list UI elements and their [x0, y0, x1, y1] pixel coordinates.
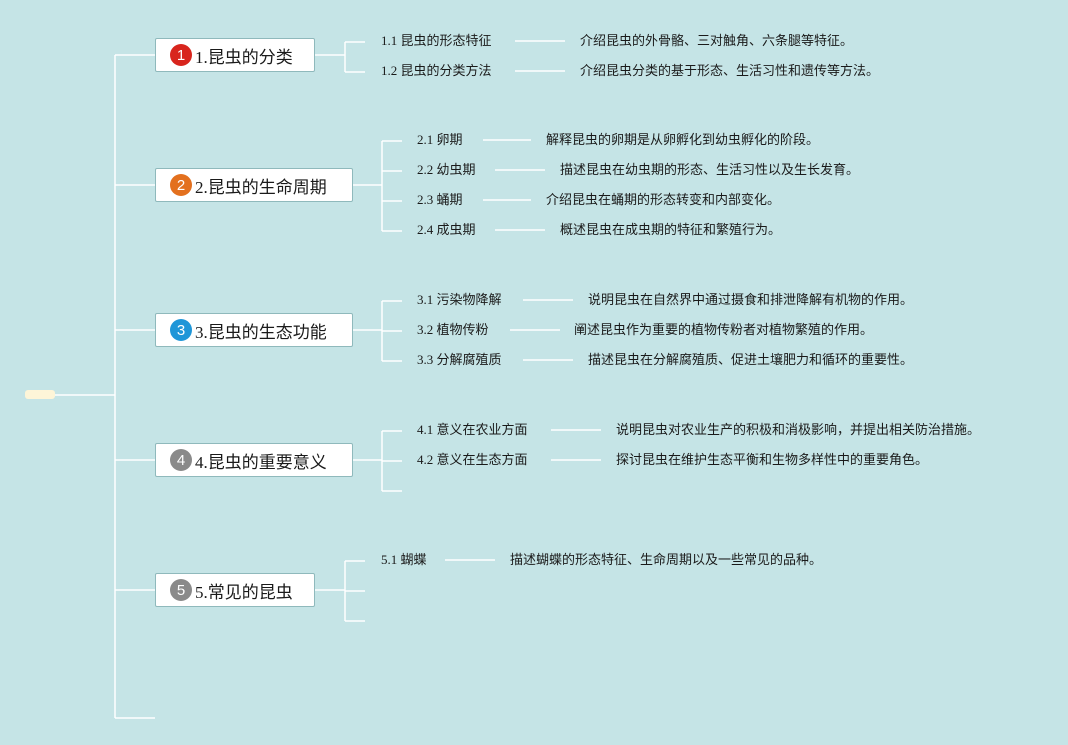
subtopic-description: 阐述昆虫作为重要的植物传粉者对植物繁殖的作用。 [574, 322, 874, 337]
subtopic-description: 探讨昆虫在维护生态平衡和生物多样性中的重要角色。 [616, 452, 929, 467]
subtopic-label[interactable]: 4.2 意义在生态方面 [417, 452, 528, 467]
number-badge-icon: 4 [170, 449, 192, 471]
subtopic-label[interactable]: 2.2 幼虫期 [417, 162, 476, 177]
subtopic-description: 描述昆虫在幼虫期的形态、生活习性以及生长发育。 [560, 162, 860, 177]
subtopic-description: 介绍昆虫分类的基于形态、生活习性和遗传等方法。 [580, 63, 880, 78]
subtopic-label[interactable]: 3.2 植物传粉 [417, 322, 489, 337]
subtopic-label[interactable]: 4.1 意义在农业方面 [417, 422, 528, 437]
number-badge-icon: 3 [170, 319, 192, 341]
subtopic-label[interactable]: 2.1 卵期 [417, 132, 463, 147]
subtopic-label[interactable]: 3.1 污染物降解 [417, 292, 502, 307]
subtopic-label[interactable]: 5.1 蝴蝶 [381, 552, 427, 567]
subtopic-description: 解释昆虫的卵期是从卵孵化到幼虫孵化的阶段。 [546, 132, 820, 147]
number-badge-icon: 5 [170, 579, 192, 601]
topic-label: 5.常见的昆虫 [195, 582, 293, 602]
topic-label: 1.昆虫的分类 [195, 47, 293, 67]
subtopic-description: 说明昆虫对农业生产的积极和消极影响，并提出相关防治措施。 [616, 422, 981, 437]
number-badge-icon: 2 [170, 174, 192, 196]
subtopic-label[interactable]: 2.4 成虫期 [417, 222, 476, 237]
subtopic-label[interactable]: 3.3 分解腐殖质 [417, 352, 502, 367]
subtopic-description: 描述昆虫在分解腐殖质、促进土壤肥力和循环的重要性。 [588, 352, 914, 367]
root-node[interactable] [25, 390, 55, 399]
subtopic-label[interactable]: 1.1 昆虫的形态特征 [381, 33, 492, 48]
subtopic-label[interactable]: 1.2 昆虫的分类方法 [381, 63, 492, 78]
topic-label: 2.昆虫的生命周期 [195, 177, 327, 197]
topic-label: 4.昆虫的重要意义 [195, 452, 327, 472]
subtopic-description: 说明昆虫在自然界中通过摄食和排泄降解有机物的作用。 [588, 292, 914, 307]
topic-label: 3.昆虫的生态功能 [195, 322, 327, 342]
number-badge-icon: 1 [170, 44, 192, 66]
subtopic-description: 概述昆虫在成虫期的特征和繁殖行为。 [560, 222, 782, 237]
subtopic-description: 介绍昆虫的外骨骼、三对触角、六条腿等特征。 [580, 33, 854, 48]
subtopic-label[interactable]: 2.3 蛹期 [417, 192, 463, 207]
subtopic-description: 描述蝴蝶的形态特征、生命周期以及一些常见的品种。 [510, 552, 823, 567]
subtopic-description: 介绍昆虫在蛹期的形态转变和内部变化。 [546, 192, 781, 207]
